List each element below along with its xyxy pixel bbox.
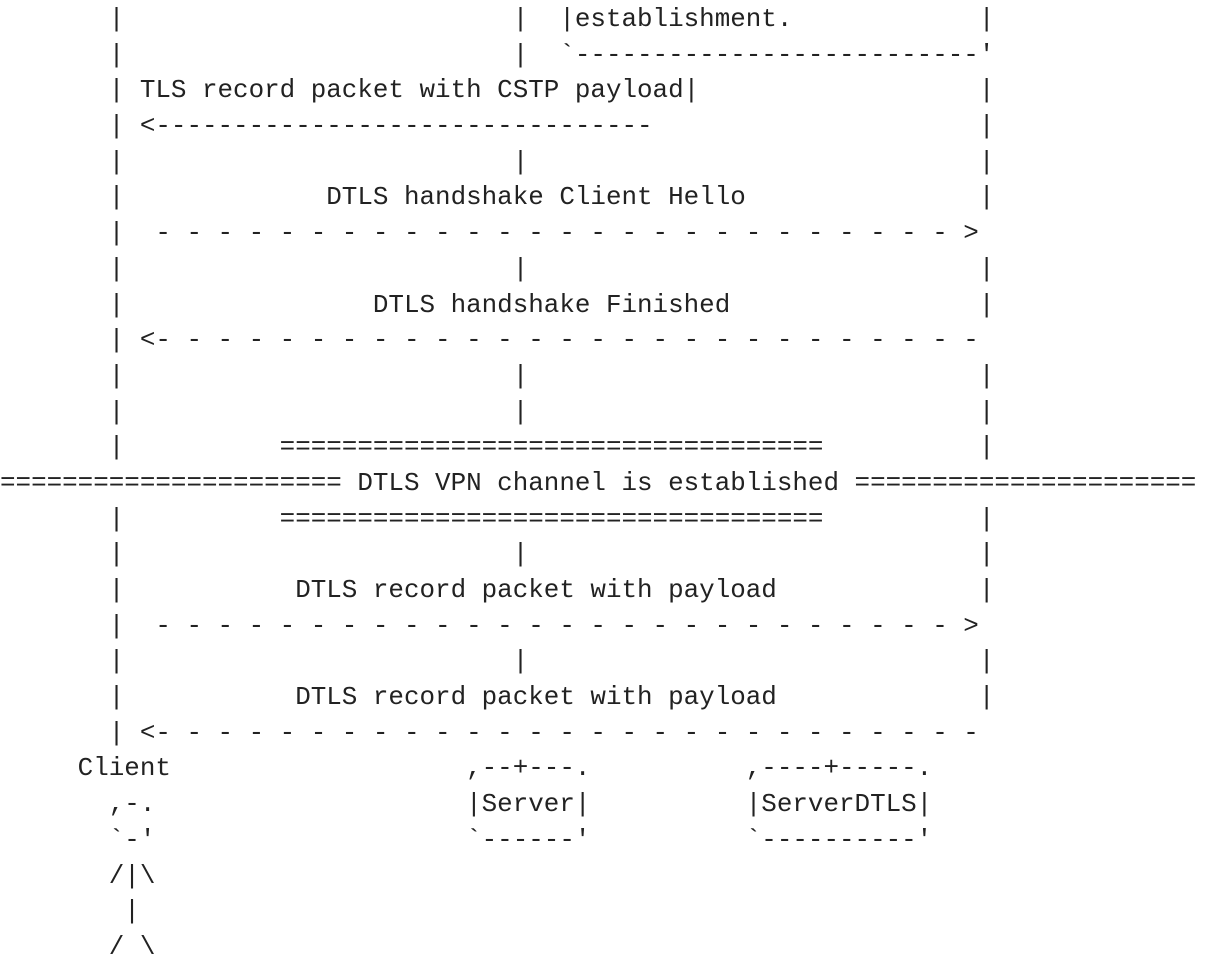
sequence-diagram: | | |establishment. | | | `-------------…	[0, 2, 1196, 966]
arrow-line: | - - - - - - - - - - - - - - - - - - - …	[0, 218, 979, 249]
participant-boxes: ,-. |Server| |ServerDTLS|	[0, 789, 933, 820]
participant-labels: Client ,--+---. ,----+-----.	[0, 753, 933, 784]
participant-boxes-bottom: `-' `------' `----------'	[0, 824, 933, 855]
arrow-line: | - - - - - - - - - - - - - - - - - - - …	[0, 610, 979, 641]
actor-figure: /|\	[0, 860, 156, 891]
message-dtls-client-hello: | DTLS handshake Client Hello |	[0, 182, 995, 213]
actor-figure: / \	[0, 931, 156, 962]
lifeline-row: | | |	[0, 646, 995, 677]
arrow-line: | <- - - - - - - - - - - - - - - - - - -…	[0, 717, 979, 748]
message-tls-record-cstp: | TLS record packet with CSTP payload| |	[0, 75, 995, 106]
message-dtls-record-payload: | DTLS record packet with payload |	[0, 682, 995, 713]
lifeline-row: | | |	[0, 360, 995, 391]
message-dtls-finished: | DTLS handshake Finished |	[0, 289, 995, 320]
lifeline-row: | | |	[0, 146, 995, 177]
divider-line: | =================================== |	[0, 432, 995, 463]
arrow-line: | <-------------------------------- |	[0, 111, 995, 142]
lifeline-row: | | |	[0, 396, 995, 427]
diagram-line: | | |establishment. |	[0, 4, 995, 34]
divider-line: | =================================== |	[0, 503, 995, 534]
message-dtls-record-payload: | DTLS record packet with payload |	[0, 575, 995, 605]
actor-figure: |	[0, 896, 140, 927]
diagram-line: | | `--------------------------'	[0, 39, 995, 70]
channel-established-banner: ====================== DTLS VPN channel …	[0, 467, 1197, 498]
lifeline-row: | | |	[0, 253, 995, 284]
arrow-line: | <- - - - - - - - - - - - - - - - - - -…	[0, 325, 979, 356]
lifeline-row: | | |	[0, 539, 995, 570]
